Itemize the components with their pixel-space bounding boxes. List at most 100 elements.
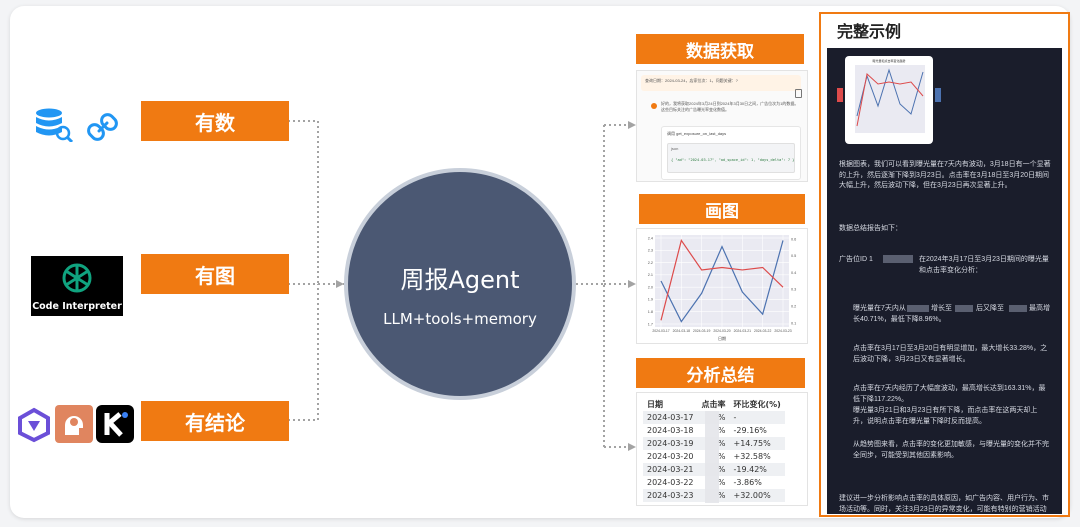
brain-gear-icon [55,405,93,443]
plot-screenshot: 1.7 1.8 1.9 2.0 2.1 2.2 2.3 2.4 0.1 0.2 0.3 0.4 0.5 0… [636,228,808,344]
y-left-tick-label: 1.8 [648,310,653,314]
example-bullet-2: 点击率在3月17日至3月20日有明显增加，最大增长33.28%，之后波动下降，3… [853,345,1048,363]
link-icon [87,113,118,141]
output-label-data-fetch: 数据获取 [686,41,754,62]
example-panel: 完整示例 曝光量和点击率变化趋势 根据图表，我们可以看到曝光量在7天内有波动，3… [819,12,1070,517]
example-paragraph-2: 数据总结报告如下： [839,225,902,232]
connector-input-data [288,120,319,284]
panel-blue-marker [935,88,941,102]
code-lang: json [671,146,679,151]
x-tick-label: 2024-03-21 [734,329,751,333]
agent-subtitle: LLM+tools+memory [383,310,537,328]
example-chart-title: 曝光量和点击率变化趋势 [872,59,906,63]
output-label-summary: 分析总结 [686,365,755,386]
redaction-mask [1009,305,1027,312]
example-mini-chart [855,65,925,133]
output-label-plot: 画图 [705,201,739,222]
example-paragraph-4: 建议进一步分析影响点击率的具体原因，如广告内容、用户行为、市场活动等。同时，关注… [839,495,1049,513]
table-row: 2024-03-22%-3.86% [647,478,762,487]
redaction-mask [907,305,929,312]
y-right-tick-label: 0.4 [791,271,796,275]
y-left-tick-label: 2.0 [648,285,653,289]
output-header-summary: 分析总结 [636,358,805,388]
tongyi-logo-icon [18,407,50,443]
y-left-tick-label: 1.7 [648,322,653,326]
kimi-logo-icon [96,405,134,443]
table-header: 环比变化(%) [733,400,781,409]
y-left-tick-label: 2.3 [648,249,653,253]
arrowhead-agent [336,280,344,288]
input-box-data: 有数 [141,101,289,141]
arrowhead-data [628,121,636,129]
y-right-tick-label: 0.3 [791,288,796,292]
line-chart: 1.7 1.8 1.9 2.0 2.1 2.2 2.3 2.4 0.1 0.2 0.3 0.4 0.5 0… [648,235,796,341]
data-fetch-answer: 好的，我将获取2024年3月24日到2024年3月30日之间，广告位次为1的数据… [661,101,799,113]
table-row: 2024-03-18%-29.16% [647,426,767,435]
input-box-conclusion: 有结论 [141,401,289,441]
y-left-tick-label: 1.9 [648,298,653,302]
example-dark-screen: 曝光量和点击率变化趋势 根据图表，我们可以看到曝光量在7天内有波动，3月18日有… [827,48,1062,514]
y-right-tick-label: 0.2 [791,305,796,309]
example-bullet-1d: 最高增长40.71%，最低下降8.96%。 [853,305,1050,323]
tool-call-name: 调用 get_exposure_on_last_days [667,131,727,136]
arrowhead-summary [628,443,636,451]
input-label-conclusion: 有结论 [185,410,245,435]
code-content: { "ad": "2024-03-17", "ad_space_id": 1, … [671,158,795,162]
summary-table-screenshot: 日期 点击率 环比变化(%) 2024-03-17%- 2024-03-18%-… [636,392,808,506]
plot-x-label: 日期 [718,335,726,341]
series-red-line [660,239,784,321]
redaction-mask [705,411,719,503]
input-label-data: 有数 [195,110,235,135]
example-paragraph-1: 根据图表，我们可以看到曝光量在7天内有波动，3月18日有一个显著的上升，然后逐渐… [839,161,1051,189]
x-tick-label: 2024-03-17 [652,329,669,333]
data-fetch-screenshot: 查询日期：2024-03-24，店家位次：1，问题关键：? 好的，我将获取202… [636,70,808,182]
mini-series-red [856,73,924,127]
x-tick-label: 2024-03-22 [754,329,771,333]
connector-input-conclusion [288,284,319,421]
example-bullet-5: 从趋势图来看，点击率的变化更加敏感，与曝光量的变化并不完全同步，可能受到其他因素… [853,441,1049,459]
openai-logo-icon [62,263,92,293]
example-paragraph-3a: 广告位ID 1 [839,256,873,263]
input-label-chart: 有图 [195,263,235,288]
output-header-plot: 画图 [639,194,805,224]
series-blue-line [660,240,784,323]
table-header: 点击率 [701,400,726,409]
example-bullet-1b: 增长至 [931,305,952,312]
y-left-tick-label: 2.1 [648,273,653,277]
x-tick-label: 2024-03-19 [693,329,710,333]
example-paragraph-3b: 在2024年3月17日至3月23日期间的曝光量和点击率变化分析： [919,256,1049,274]
x-tick-label: 2024-03-23 [774,329,791,333]
table-row: 2024-03-21%-19.42% [643,463,785,476]
summary-table: 日期 点击率 环比变化(%) 2024-03-17%- 2024-03-18%-… [643,398,785,502]
input-box-chart: 有图 [141,254,289,294]
y-right-tick-label: 0.5 [791,254,796,258]
code-block [667,143,795,173]
arrowhead-chart [628,280,636,288]
y-right-tick-label: 0.6 [791,237,796,241]
agent-title: 周报Agent [400,266,520,294]
example-bullet-1c: 后又降至 [976,305,1004,312]
y-left-tick-label: 2.4 [648,236,653,240]
x-tick-label: 2024-03-20 [713,329,730,333]
panel-red-marker [837,88,843,102]
redaction-mask [883,255,913,263]
example-bullet-3: 点击率在7天内经历了大幅度波动，最高增长达到163.31%，最低下降117.22… [853,385,1046,403]
y-right-tick-label: 0.1 [791,321,796,325]
example-bullet-4: 曝光量3月21日和3月23日有所下降，而点击率在这两天却上升，说明点击率在曝光量… [853,407,1038,425]
table-header: 日期 [647,400,663,409]
database-icon [36,108,73,142]
redaction-mask [955,305,973,312]
code-interpreter-caption: Code Interpreter [32,301,122,312]
agent-node: 周报Agent LLM+tools+memory [344,168,576,400]
x-tick-label: 2024-03-18 [673,329,690,333]
output-header-data-fetch: 数据获取 [636,34,804,64]
y-left-tick-label: 2.2 [648,261,653,265]
code-interpreter-logo: Code Interpreter [31,256,123,316]
copy-icon [795,89,802,98]
data-fetch-query: 查询日期：2024-03-24，店家位次：1，问题关键：? [645,78,738,83]
example-bullet-1a: 曝光量在7天内从 [853,305,906,312]
assistant-avatar [651,103,657,109]
table-row: 2024-03-20%+32.58% [647,452,771,461]
